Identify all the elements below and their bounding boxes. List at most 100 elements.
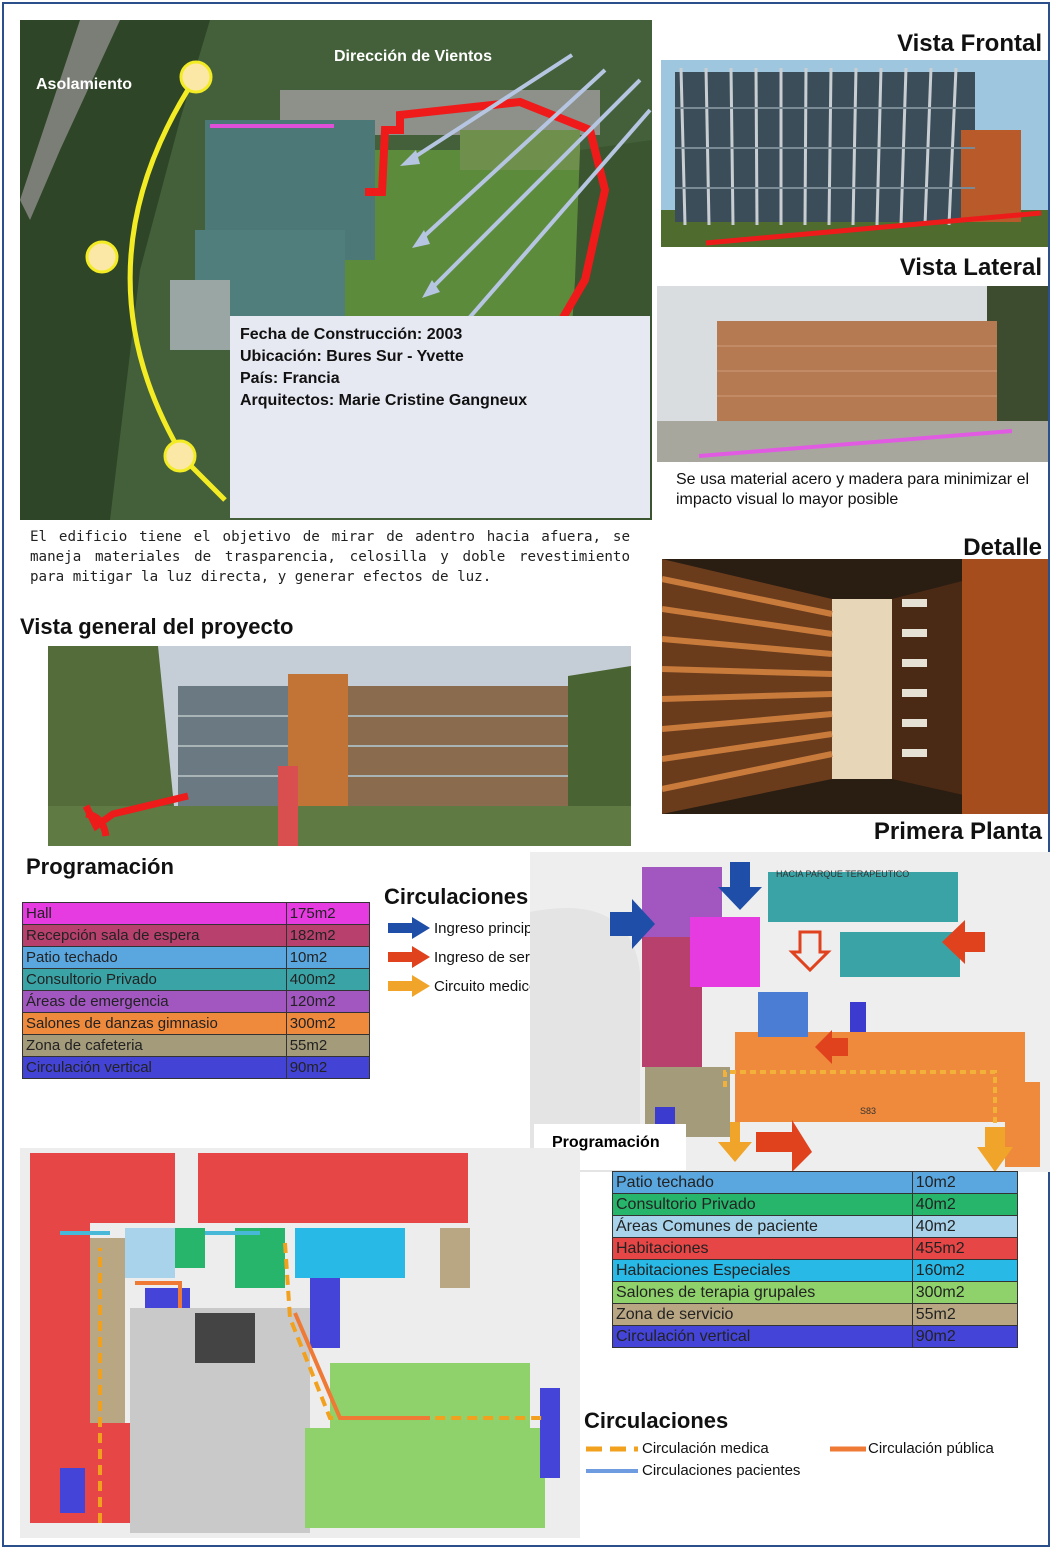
detail-photo [662, 559, 1048, 814]
legend-circulacion-medica: Circulación medica [584, 1440, 769, 1457]
solid-line-icon [586, 1468, 638, 1473]
wind-direction-label: Dirección de Vientos [334, 48, 492, 65]
info-line: Fecha de Construcción: 2003 [240, 326, 463, 343]
room-area-cell: 55m2 [285, 1034, 371, 1057]
legend-circulacion-publica: Circulación pública [828, 1440, 994, 1457]
asolamiento-label: Asolamiento [36, 76, 133, 93]
legend-ingreso-principal: Ingreso principal [386, 916, 544, 940]
room-name-cell: Consultorio Privado [612, 1193, 913, 1216]
room-name-cell: Zona de cafeteria [22, 1034, 287, 1057]
room-area-cell: 10m2 [911, 1171, 1019, 1194]
legend-circulaciones-pacientes: Circulaciones pacientes [584, 1462, 800, 1479]
room-name-cell: Áreas de emergencia [22, 990, 287, 1013]
front-view-illustration [661, 60, 1048, 247]
plan-direction-label: HACIA PARQUE TERAPEUTICO [776, 869, 909, 879]
plan-number: S83 [860, 1106, 876, 1116]
orange-arrow-icon [388, 975, 430, 997]
room-area-cell: 300m2 [911, 1281, 1019, 1304]
general-view-photo [48, 646, 631, 846]
room-name-cell: Salones de terapia grupales [612, 1281, 913, 1304]
room-area-cell: 10m2 [285, 946, 371, 969]
primera-planta-heading: Primera Planta [873, 818, 1042, 845]
info-line: País: Francia [240, 370, 340, 387]
room-name-cell: Hall [22, 902, 287, 925]
description-paragraph: El edificio tiene el objetivo de mirar d… [30, 529, 630, 585]
room-name-cell: Patio techado [22, 946, 287, 969]
programacion-label-2: Programación [534, 1124, 686, 1170]
detalle-heading: Detalle [963, 534, 1042, 561]
room-name-cell: Recepción sala de espera [22, 924, 287, 947]
room-area-cell: 90m2 [911, 1325, 1019, 1348]
side-view-illustration [657, 286, 1048, 462]
general-view-illustration [48, 646, 631, 846]
legend-label: Circulaciones pacientes [642, 1462, 801, 1479]
detail-illustration [662, 559, 1048, 814]
legend-label: Circulación pública [868, 1440, 994, 1457]
room-area-cell: 120m2 [285, 990, 371, 1013]
programacion-heading-1: Programación [26, 854, 174, 879]
vista-frontal-heading: Vista Frontal [897, 30, 1042, 57]
room-area-cell: 455m2 [911, 1237, 1019, 1260]
room-area-cell: 400m2 [285, 968, 371, 991]
room-name-cell: Patio techado [612, 1171, 913, 1194]
side-view-photo [657, 286, 1048, 462]
material-note: Se usa material acero y madera para mini… [676, 471, 1030, 508]
room-name-cell: Consultorio Privado [22, 968, 287, 991]
legend-label: Ingreso principal [434, 919, 545, 937]
legend-label: Ingreso de servicio [434, 948, 560, 966]
room-area-cell: 300m2 [285, 1012, 371, 1035]
room-name-cell: Circulación vertical [22, 1056, 287, 1079]
info-line: Ubicación: Bures Sur - Yvette [240, 348, 464, 365]
room-name-cell: Habitaciones [612, 1237, 913, 1260]
room-area-cell: 40m2 [911, 1193, 1019, 1216]
legend-label: Circulación medica [642, 1440, 769, 1457]
room-area-cell: 182m2 [285, 924, 371, 947]
room-name-cell: Zona de servicio [612, 1303, 913, 1326]
second-floor-plan-drawing [20, 1148, 580, 1538]
second-floor-plan [20, 1148, 580, 1538]
room-area-cell: 40m2 [911, 1215, 1019, 1238]
vista-lateral-heading: Vista Lateral [899, 254, 1042, 281]
programacion-heading-2: Programación [552, 1134, 660, 1151]
first-floor-plan-drawing: HACIA PARQUE TERAPEUTICO S83 [530, 852, 1050, 1172]
blue-arrow-icon [388, 917, 430, 939]
room-area-cell: 160m2 [911, 1259, 1019, 1282]
red-arrow-icon [388, 946, 430, 968]
aerial-photo: Asolamiento Dirección de Vientos Fecha d… [20, 20, 652, 520]
room-area-cell: 55m2 [911, 1303, 1019, 1326]
vista-general-heading: Vista general del proyecto [20, 614, 294, 639]
room-name-cell: Habitaciones Especiales [612, 1259, 913, 1282]
circulaciones-heading-1: Circulaciones [384, 884, 529, 909]
legend-label: Circuito medico [434, 977, 538, 995]
room-area-cell: 90m2 [285, 1056, 371, 1079]
legend-circuito-medico: Circuito medico [386, 974, 537, 998]
room-area-cell: 175m2 [285, 902, 371, 925]
legend-ingreso-servicio: Ingreso de servicio [386, 945, 560, 969]
room-name-cell: Circulación vertical [612, 1325, 913, 1348]
solid-line-icon [830, 1446, 866, 1451]
first-floor-plan: HACIA PARQUE TERAPEUTICO S83 Programació… [530, 852, 1050, 1172]
front-view-photo [661, 60, 1048, 247]
info-line: Arquitectos: Marie Cristine Gangneux [240, 392, 528, 409]
circulaciones-heading-2: Circulaciones [584, 1408, 729, 1433]
room-name-cell: Salones de danzas gimnasio [22, 1012, 287, 1035]
